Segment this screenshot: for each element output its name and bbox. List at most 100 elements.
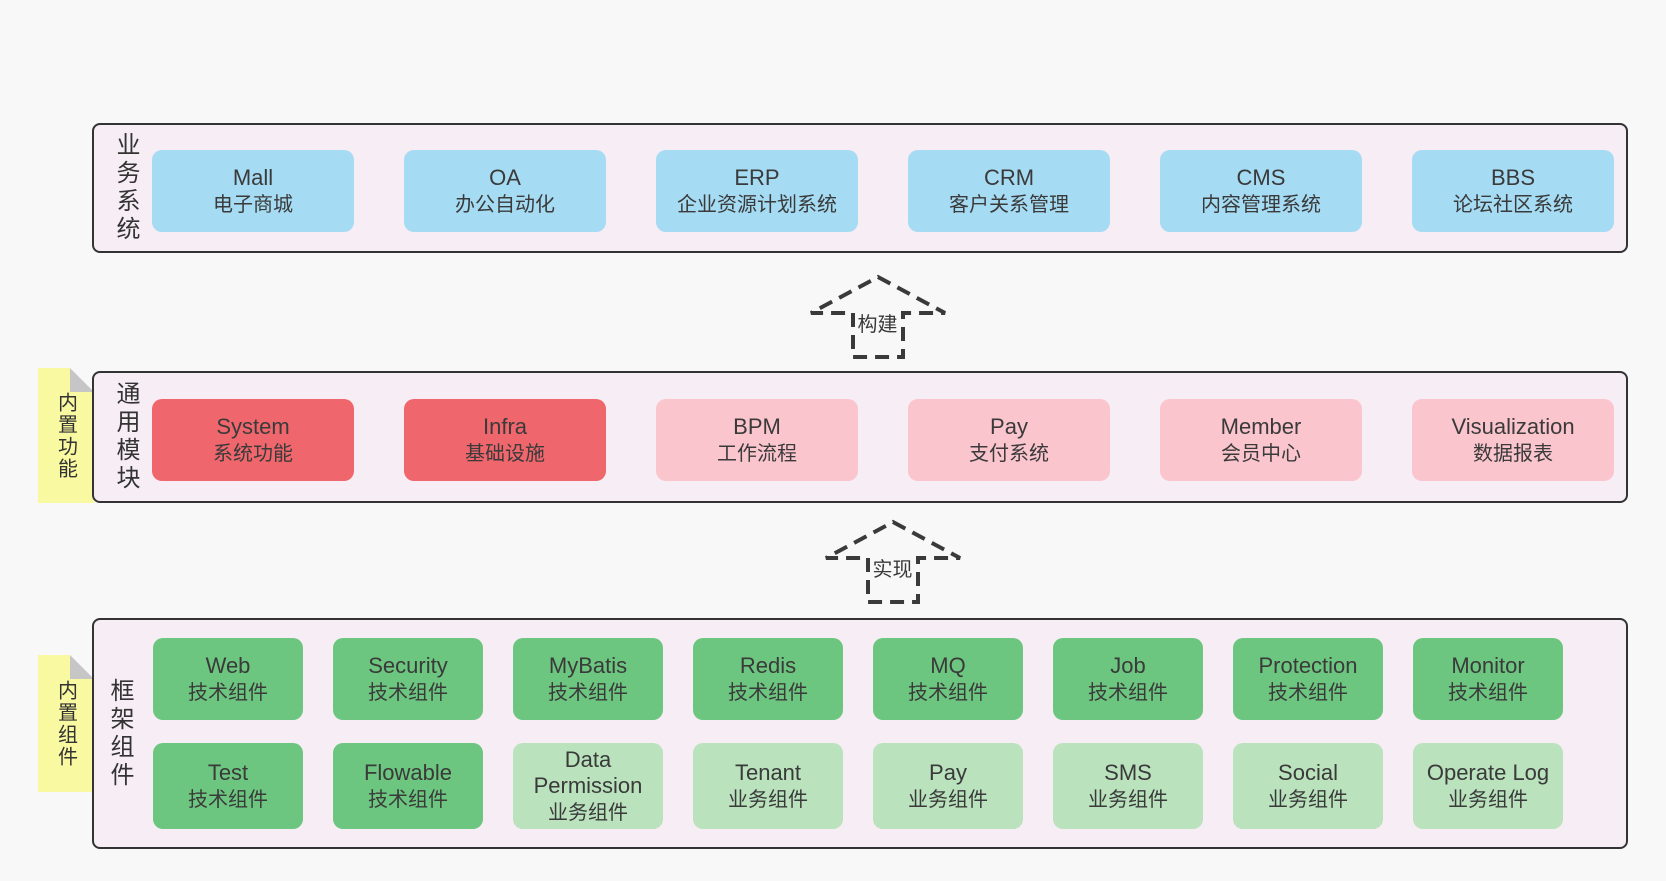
box-title: Mall: [232, 164, 274, 190]
box-subtitle: 业务组件: [728, 789, 808, 812]
layer-side-label: 框架组件: [106, 677, 133, 790]
box-social: Social 业务组件: [1233, 743, 1383, 829]
box-subtitle: 电子商城: [213, 194, 293, 217]
box-visualization: Visualization 数据报表: [1412, 399, 1614, 481]
layer-side-label: 通用模块: [112, 381, 139, 493]
box-crm: CRM 客户关系管理: [908, 150, 1110, 232]
box-title: Flowable: [363, 759, 453, 785]
layer-side-label: 业务系统: [112, 132, 139, 244]
box-title: Infra: [482, 413, 528, 439]
box-data-permission: Data Permission 业务组件: [513, 743, 663, 829]
box-title: Pay: [990, 413, 1028, 439]
box-subtitle: 业务组件: [1448, 789, 1528, 812]
box-mybatis: MyBatis 技术组件: [513, 638, 663, 720]
box-subtitle: 业务组件: [1268, 789, 1348, 812]
box-title: BBS: [1490, 164, 1536, 190]
box-subtitle: 会员中心: [1221, 443, 1301, 466]
box-subtitle: 技术组件: [1268, 682, 1348, 705]
arrow-label: 构建: [855, 312, 900, 338]
box-flowable: Flowable 技术组件: [333, 743, 483, 829]
box-subtitle: 技术组件: [188, 789, 268, 812]
arrow-up-build: 构建: [807, 274, 948, 360]
box-erp: ERP 企业资源计划系统: [656, 150, 858, 232]
box-title: Monitor: [1451, 652, 1525, 678]
box-subtitle: 业务组件: [1088, 789, 1168, 812]
box-subtitle: 数据报表: [1473, 443, 1553, 466]
box-security: Security 技术组件: [333, 638, 483, 720]
up-arrow-icon: [825, 519, 961, 604]
box-subtitle: 企业资源计划系统: [677, 194, 837, 217]
folded-corner-icon: [70, 368, 94, 392]
box-title: Visualization: [1451, 413, 1575, 439]
box-job: Job 技术组件: [1053, 638, 1203, 720]
box-title: Member: [1220, 413, 1302, 439]
box-oa: OA 办公自动化: [404, 150, 606, 232]
box-test: Test 技术组件: [153, 743, 303, 829]
box-protection: Protection 技术组件: [1233, 638, 1383, 720]
box-title: SMS: [1104, 759, 1152, 785]
box-pay: Pay 支付系统: [908, 399, 1110, 481]
box-title: OA: [489, 164, 521, 190]
box-title: ERP: [734, 164, 780, 190]
box-title: Protection: [1258, 652, 1358, 678]
box-mq: MQ 技术组件: [873, 638, 1023, 720]
box-subtitle: 支付系统: [969, 443, 1049, 466]
box-title: CRM: [983, 164, 1035, 190]
box-title: CMS: [1236, 164, 1286, 190]
layer-business-systems: 业务系统 Mall 电子商城 OA 办公自动化 ERP 企业资源计划系统 CRM…: [92, 123, 1628, 253]
box-subtitle: 技术组件: [188, 682, 268, 705]
box-operate-log: Operate Log 业务组件: [1413, 743, 1563, 829]
box-infra: Infra 基础设施: [404, 399, 606, 481]
box-subtitle: 客户关系管理: [949, 194, 1069, 217]
box-title: System: [216, 413, 290, 439]
box-title: MQ: [930, 652, 966, 678]
box-title: Test: [207, 759, 249, 785]
up-arrow-icon: [810, 274, 946, 359]
box-bbs: BBS 论坛社区系统: [1412, 150, 1614, 232]
arrow-up-implement: 实现: [822, 519, 963, 605]
box-subtitle: 业务组件: [548, 802, 628, 825]
note-built-in-features: 内置功能: [38, 368, 94, 503]
note-label: 内置组件: [54, 679, 77, 768]
box-title: MyBatis: [548, 652, 628, 678]
box-title: Security: [368, 652, 448, 678]
box-subtitle: 技术组件: [368, 789, 448, 812]
box-pay-biz: Pay 业务组件: [873, 743, 1023, 829]
box-subtitle: 办公自动化: [455, 194, 555, 217]
box-system: System 系统功能: [152, 399, 354, 481]
box-subtitle: 业务组件: [908, 789, 988, 812]
box-subtitle: 技术组件: [368, 682, 448, 705]
box-web: Web 技术组件: [153, 638, 303, 720]
box-subtitle: 技术组件: [1088, 682, 1168, 705]
box-sms: SMS 业务组件: [1053, 743, 1203, 829]
box-subtitle: 论坛社区系统: [1453, 194, 1573, 217]
box-subtitle: 工作流程: [717, 443, 797, 466]
box-title: Job: [1110, 652, 1146, 678]
box-monitor: Monitor 技术组件: [1413, 638, 1563, 720]
box-tenant: Tenant 业务组件: [693, 743, 843, 829]
folded-corner-icon: [70, 655, 94, 679]
box-title: Data Permission: [533, 746, 643, 798]
arrow-label: 实现: [870, 557, 915, 583]
box-title: Operate Log: [1426, 759, 1550, 785]
box-bpm: BPM 工作流程: [656, 399, 858, 481]
box-cms: CMS 内容管理系统: [1160, 150, 1362, 232]
box-title: Tenant: [734, 759, 802, 785]
box-subtitle: 技术组件: [548, 682, 628, 705]
box-mall: Mall 电子商城: [152, 150, 354, 232]
note-built-in-components: 内置组件: [38, 655, 94, 792]
box-title: Web: [205, 652, 251, 678]
box-subtitle: 技术组件: [1448, 682, 1528, 705]
box-subtitle: 内容管理系统: [1201, 194, 1321, 217]
box-subtitle: 技术组件: [908, 682, 988, 705]
box-member: Member 会员中心: [1160, 399, 1362, 481]
box-subtitle: 基础设施: [465, 443, 545, 466]
layer-framework-components: 框架组件 Web 技术组件 Security 技术组件 MyBatis 技术组件…: [92, 618, 1628, 849]
box-subtitle: 系统功能: [213, 443, 293, 466]
note-label: 内置功能: [54, 391, 77, 480]
box-title: Redis: [739, 652, 797, 678]
layer-common-modules: 通用模块 System 系统功能 Infra 基础设施 BPM 工作流程 Pay…: [92, 371, 1628, 503]
box-title: Pay: [929, 759, 967, 785]
box-title: Social: [1278, 759, 1338, 785]
